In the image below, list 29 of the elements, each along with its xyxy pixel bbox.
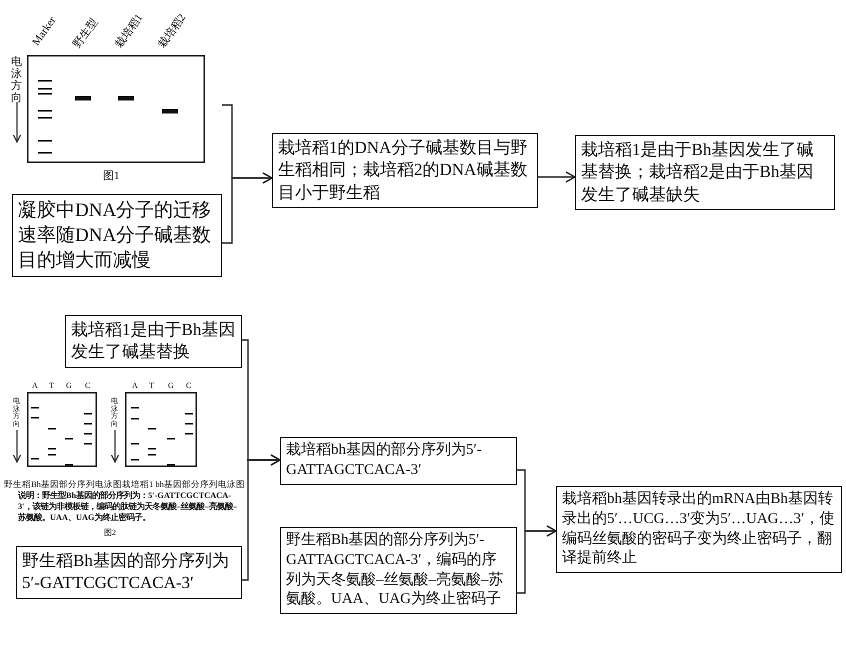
figure-caption: 图2 (104, 527, 116, 538)
text-box: 栽培稻1的DNA分子碱基数目与野生稻相同；栽培稻2的DNA碱基数目小于野生稻 (272, 133, 538, 208)
arrow (222, 172, 273, 244)
arrow (242, 454, 281, 581)
lane-label: G (66, 381, 72, 390)
text-box: 凝胶中DNA分子的迁移速率随DNA分子碱基数目的增大而减慢 (12, 194, 222, 278)
text-box: 野生稻Bh基因的部分序列为5′-GATTCGCTCACA-3′ (16, 546, 242, 599)
text-box: 野生稻Bh基因的部分序列为5′-GATTAGCTCACA-3′，编码的序列为天冬氨酸–丝氨酸–亮氨酸–苏氨酸。UAA、UAG为终止密码子 (280, 527, 517, 614)
text-box: 栽培稻bh基因的部分序列为5′-GATTAGCTCACA-3′ (280, 437, 517, 485)
arrow (538, 171, 576, 183)
lane-label: C (85, 381, 90, 390)
direction-label: 电泳方向 (11, 56, 22, 104)
figure-caption: 野生稻Bh基因部分序列电泳图 (4, 479, 122, 490)
lane-label: G (168, 381, 174, 390)
figure-caption: 图1 (103, 169, 120, 183)
text-box: 栽培稻1是由于Bh基因发生了碱基替换；栽培稻2是由于Bh基因发生了碱基缺失 (575, 135, 835, 210)
lane-label: T (149, 381, 154, 390)
lane-label: 栽培稻1 (112, 11, 146, 51)
note-text: 说明：野生型Bh基因的部分序列为：5′-GATTCGCTCACA-3′，该链为非模板链，编码的肽链为天冬氨酸–丝氨酸–亮氨酸–苏氨酸。UAA、UAG为终止密码子。 (18, 491, 238, 524)
lane-label: A (132, 381, 138, 390)
text-box: 栽培稻bh基因转录出的mRNA由Bh基因转录出的5′…UCG…3′变为5′…UAG…3′，使编码丝氨酸的密码子变为终止密码子，翻译提前终止 (556, 486, 842, 574)
lane-label: 栽培稻2 (155, 11, 190, 51)
arrow (517, 525, 557, 594)
lane-label: C (186, 381, 192, 390)
figure-caption: 栽培稻1 bh基因部分序列电泳图 (122, 479, 245, 490)
lane-label: T (49, 381, 54, 390)
text-box: 栽培稻1是由于Bh基因发生了碱基替换 (65, 315, 242, 368)
lane-label: 野生型 (70, 16, 101, 51)
lane-label: A (32, 381, 38, 390)
